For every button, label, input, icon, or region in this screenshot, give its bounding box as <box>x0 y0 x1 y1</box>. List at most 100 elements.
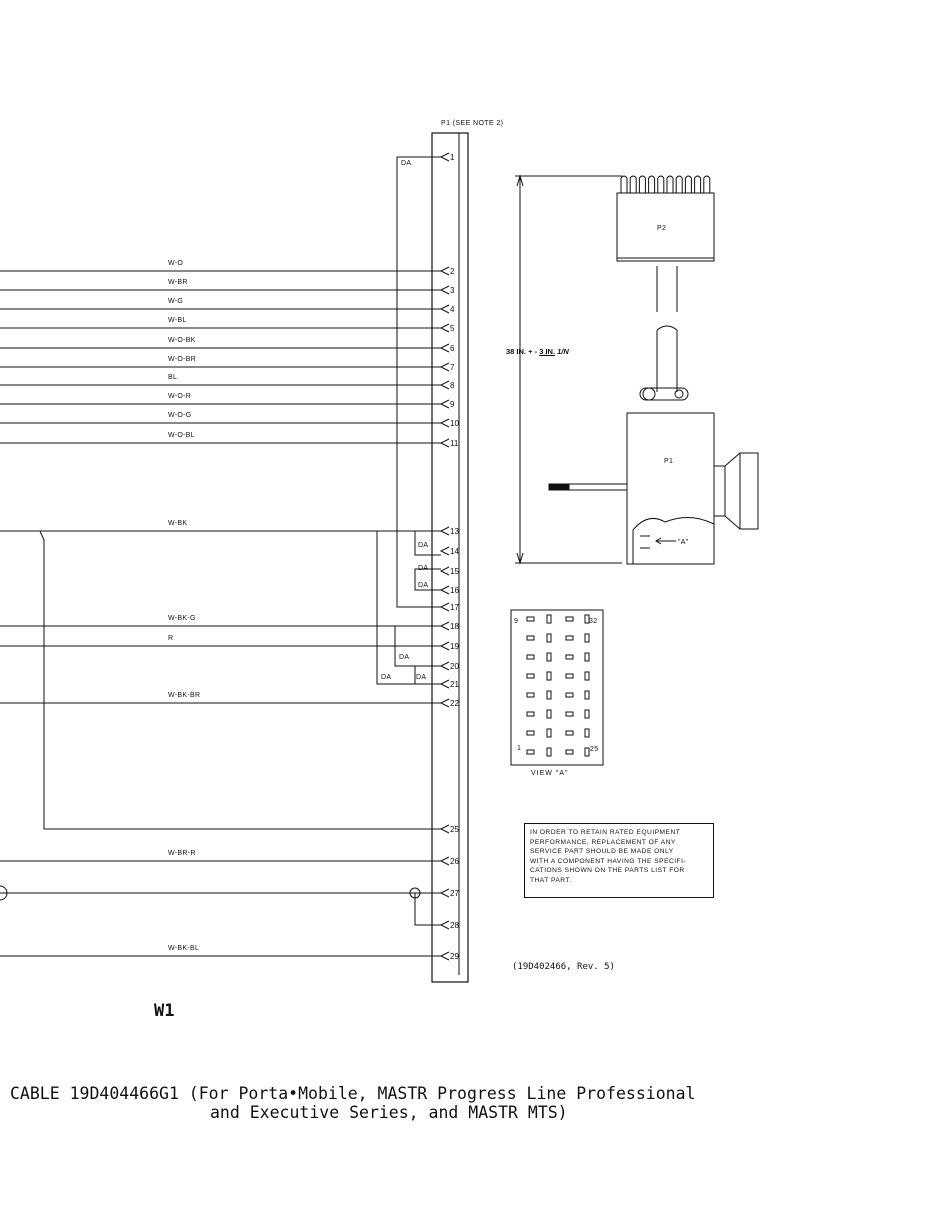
pin-contact-arrow <box>439 438 450 448</box>
view-a-contact <box>526 749 535 755</box>
p2-pin-icon <box>648 175 656 193</box>
pin-contact-arrow <box>439 304 450 314</box>
da-label-5: DA <box>399 654 409 661</box>
view-a-contact <box>565 635 574 641</box>
p1-connector-housing <box>431 132 469 983</box>
pin-contact-arrow <box>439 399 450 409</box>
diagram-title: W1 <box>154 1001 175 1021</box>
pin-number: 26 <box>450 857 459 866</box>
drawing-number: (19D402466, Rev. 5) <box>512 962 615 972</box>
view-a-contact <box>584 709 590 719</box>
pin-contact-arrow <box>439 621 450 631</box>
view-a-corner-bottom-right: 25 <box>590 746 598 753</box>
p2-pin-icon <box>675 175 683 193</box>
caption-line-2: and Executive Series, and MASTR MTS) <box>210 1103 568 1122</box>
wire-label: W-G <box>168 298 183 305</box>
pin-number: 3 <box>450 286 455 295</box>
pin-number: 11 <box>450 439 459 448</box>
pin-number: 5 <box>450 324 455 333</box>
length-tolerance-denominator: 1/N <box>557 347 569 356</box>
pin-number: 18 <box>450 622 459 631</box>
view-a-contact <box>584 747 590 757</box>
wire-label: W-BL <box>168 317 187 324</box>
view-a-contact <box>526 616 535 622</box>
view-a-contact <box>546 690 552 700</box>
pin-contact-arrow <box>439 951 450 961</box>
view-a-contact <box>526 635 535 641</box>
length-tolerance-value: 3 IN. <box>539 347 556 356</box>
view-a-contact <box>526 711 535 717</box>
pin-number: 15 <box>450 567 459 576</box>
wire-label: W-BR <box>168 279 188 286</box>
view-a-contact <box>565 654 574 660</box>
pin-number: 17 <box>450 603 459 612</box>
view-a-corner-top-right: 32 <box>589 618 597 625</box>
da-labels: DA DA DA DA DA DA DA <box>381 160 428 681</box>
view-a-contact <box>526 730 535 736</box>
pin-contact-arrow <box>439 418 450 428</box>
view-a-contact <box>565 749 574 755</box>
view-a-contact <box>546 633 552 643</box>
p2-pin-icon <box>638 175 646 193</box>
pin-contact-arrow <box>439 152 450 162</box>
pin-number: 6 <box>450 344 455 353</box>
da-label-7: DA <box>416 674 426 681</box>
pin-contact-arrow <box>439 285 450 295</box>
view-a-contact <box>565 673 574 679</box>
view-a-arrow-label: "A" <box>678 539 689 546</box>
note-line: WITH A COMPONENT HAVING THE SPECIFI- <box>530 857 687 865</box>
view-a-contact <box>546 614 552 624</box>
length-value: 38 IN. <box>506 347 527 356</box>
wire-label: R <box>168 635 173 642</box>
view-a-contact <box>565 711 574 717</box>
pin-contact-arrow <box>439 546 450 556</box>
pin-contact-arrow <box>439 641 450 651</box>
p2-pin-icon <box>657 175 665 193</box>
pin-contact-arrow <box>439 266 450 276</box>
caption-line-1: CABLE 19D404466G1 (For Porta•Mobile, MAS… <box>10 1084 696 1103</box>
p2-pin-icon <box>694 175 702 193</box>
pin-number: 9 <box>450 400 455 409</box>
p2-pin-icon <box>703 175 711 193</box>
pin-contact-arrow <box>439 585 450 595</box>
p1-connector-label: P1 (SEE NOTE 2) <box>441 120 504 127</box>
da-label-4: DA <box>418 582 428 589</box>
pin-number: 8 <box>450 381 455 390</box>
pin-contact-arrow <box>439 602 450 612</box>
pin-number: 1 <box>450 153 455 162</box>
pin-number: 14 <box>450 547 459 556</box>
pin-contact-arrow <box>439 824 450 834</box>
p1-body-label: P1 <box>664 458 673 465</box>
wire-label: W-O-G <box>168 412 192 419</box>
da-label-6: DA <box>381 674 391 681</box>
pin-number: 28 <box>450 921 459 930</box>
pin-contact-arrow <box>439 566 450 576</box>
view-a-contact <box>584 633 590 643</box>
view-a-contact <box>526 692 535 698</box>
view-a-contact <box>565 692 574 698</box>
note-line: CATIONS SHOWN ON THE PARTS LIST FOR <box>530 867 685 875</box>
p1-body-drawing <box>548 412 759 565</box>
view-a-contact <box>584 690 590 700</box>
pin-number: 19 <box>450 642 459 651</box>
pin-number: 2 <box>450 267 455 276</box>
view-a-caption: VIEW "A" <box>531 770 569 777</box>
p2-label: P2 <box>657 225 666 232</box>
pin-contact-arrow <box>439 526 450 536</box>
wire-lines <box>0 270 441 957</box>
pin-contact-arrow <box>439 856 450 866</box>
p2-pin-icon <box>666 175 674 193</box>
view-a-pin-grid <box>526 614 590 757</box>
pin-number: 21 <box>450 680 459 689</box>
pin-contact-arrow <box>439 698 450 708</box>
wire-label: W-O-R <box>168 393 191 400</box>
view-a-frame <box>510 609 604 766</box>
view-a-contact <box>584 652 590 662</box>
view-a-contact <box>526 673 535 679</box>
pin-number: 25 <box>450 825 459 834</box>
pin-contact-arrow <box>439 920 450 930</box>
da-label-1: DA <box>401 160 411 167</box>
length-dimension: 38 IN. + - 3 IN. 1/N <box>506 347 569 356</box>
pin-number: 22 <box>450 699 459 708</box>
view-a-contact <box>584 671 590 681</box>
